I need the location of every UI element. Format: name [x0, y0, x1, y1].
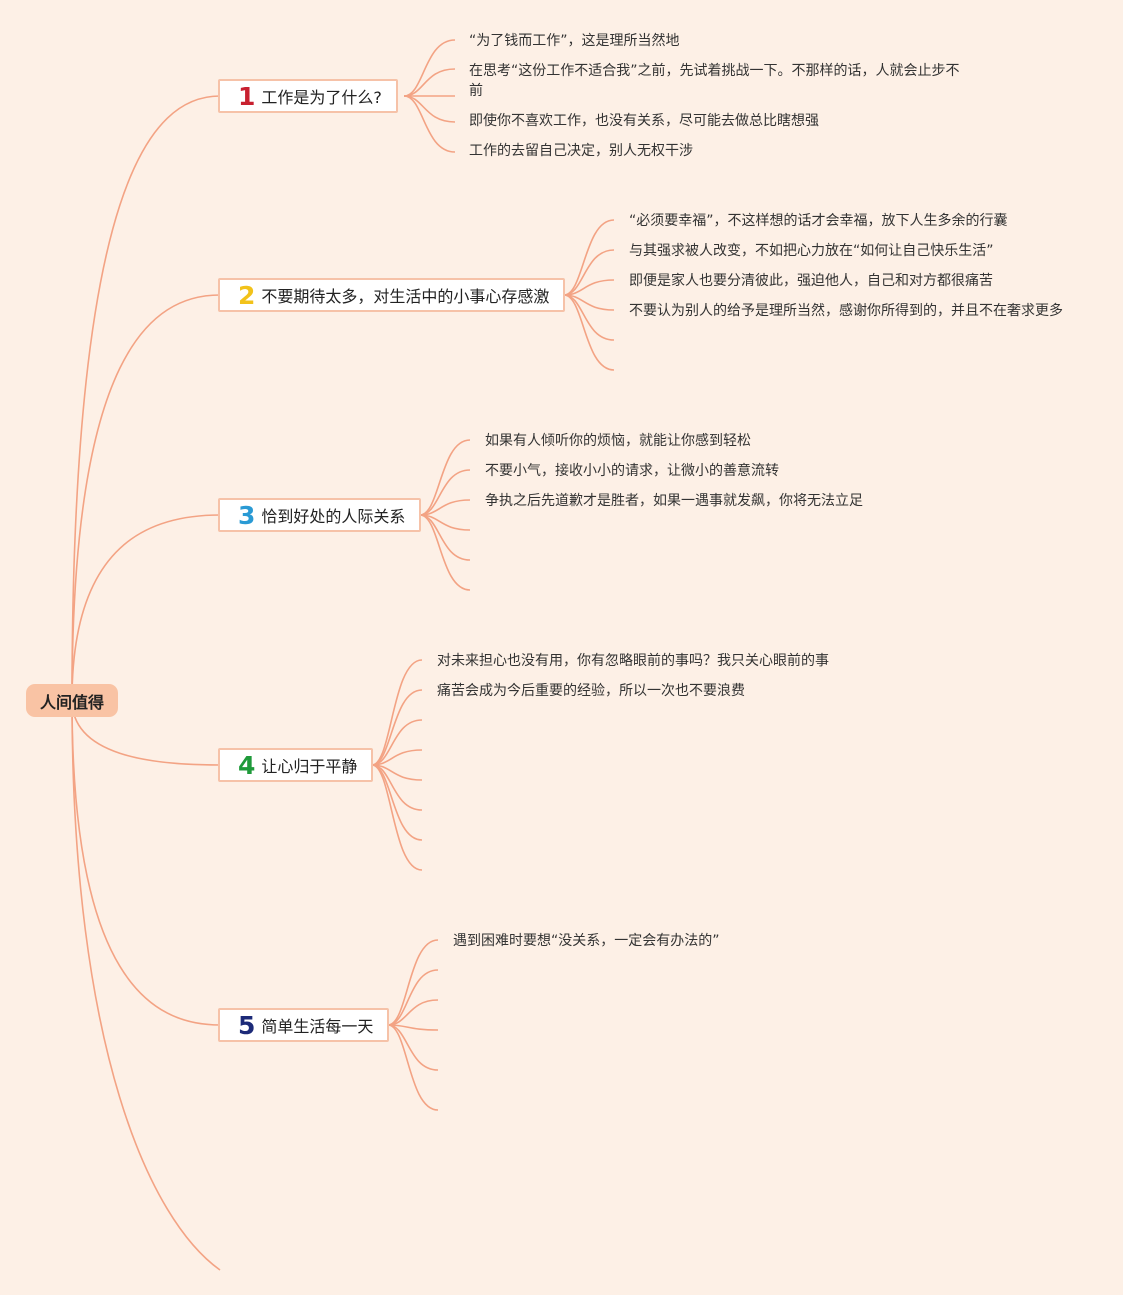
- leaf-3-2: 不要小气，接收小小的请求，让微小的善意流转: [485, 463, 779, 479]
- leaf-4-2: 痛苦会成为今后重要的经验，所以一次也不要浪费: [437, 683, 745, 699]
- leaf-5-1: 遇到困难时要想“没关系，一定会有办法的”: [453, 933, 720, 949]
- edge-1-1: [403, 39, 456, 97]
- topic-2[interactable]: 2 不要期待太多，对生活中的小事心存感激: [218, 278, 566, 312]
- topic-1[interactable]: 1 工作是为了什么?: [218, 79, 398, 113]
- leaf-1-3: 即使你不喜欢工作，也没有关系，尽可能去做总比瞎想强: [469, 113, 819, 129]
- topic-3-number: 3: [238, 500, 256, 530]
- edge-4-8: [371, 764, 423, 871]
- topic-2-number: 2: [238, 280, 256, 310]
- edge-root-topic-3: [71, 514, 221, 701]
- edge-root-topic-2: [71, 294, 221, 701]
- edge-2-6: [563, 294, 615, 371]
- edge-2-2: [563, 249, 615, 296]
- leaf-1-1: “为了钱而工作”，这是理所当然地: [469, 33, 680, 49]
- leaf-1-2: 在思考“这份工作不适合我”之前，先试着挑战一下。不那样的话，人就会止步不前: [469, 63, 960, 99]
- topic-4[interactable]: 4 让心归于平静: [218, 748, 374, 782]
- topic-5[interactable]: 5 简单生活每一天: [218, 1008, 390, 1042]
- edge-5-1: [387, 939, 439, 1026]
- topic-4-title: 让心归于平静: [261, 757, 358, 776]
- edge-4-7: [371, 764, 423, 841]
- topic-5-number: 5: [238, 1010, 256, 1040]
- leaf-2-3: 即便是家人也要分清彼此，强迫他人，自己和对方都很痛苦: [629, 273, 993, 289]
- edge-4-1: [371, 659, 423, 766]
- edge-3-5: [419, 514, 471, 561]
- edge-root-topic-4: [71, 699, 221, 766]
- leaf-1-4: 工作的去留自己决定，别人无权干涉: [469, 143, 693, 159]
- leaf-4-1: 对未来担心也没有用，你有忽略眼前的事吗？我只关心眼前的事: [437, 653, 829, 669]
- topic-5-title: 简单生活每一天: [261, 1017, 374, 1036]
- edge-5-6: [387, 1024, 439, 1111]
- leaf-3-1: 如果有人倾听你的烦恼，就能让你感到轻松: [485, 433, 751, 449]
- edge-root-extra: [71, 699, 221, 1271]
- root-label: 人间值得: [39, 692, 104, 712]
- root-node[interactable]: 人间值得: [26, 684, 118, 717]
- topic-1-number: 1: [238, 81, 256, 111]
- edge-3-1: [419, 439, 471, 516]
- edge-root-topic-5: [71, 699, 221, 1026]
- topic-3-title: 恰到好处的人际关系: [261, 507, 406, 526]
- edge-1-5: [403, 95, 456, 153]
- edge-4-3: [371, 719, 423, 766]
- edge-3-2: [419, 469, 471, 516]
- topic-2-title: 不要期待太多，对生活中的小事心存感激: [261, 287, 550, 306]
- edge-root-topic-1: [71, 95, 221, 701]
- edge-2-1: [563, 219, 615, 296]
- edge-5-2: [387, 969, 439, 1026]
- leaf-2-2: 与其强求被人改变，不如把心力放在“如何让自己快乐生活”: [629, 243, 994, 259]
- topic-4-number: 4: [238, 750, 256, 780]
- edge-3-6: [419, 514, 471, 591]
- edge-5-5: [387, 1024, 439, 1071]
- topic-3[interactable]: 3 恰到好处的人际关系: [218, 498, 422, 532]
- leaf-2-4: 不要认为别人的给予是理所当然，感谢你所得到的，并且不在奢求更多: [629, 303, 1063, 319]
- edge-2-5: [563, 294, 615, 341]
- topic-1-title: 工作是为了什么?: [261, 88, 382, 107]
- leaf-3-3: 争执之后先道歉才是胜者，如果一遇事就发飙，你将无法立足: [485, 493, 863, 509]
- edge-4-2: [371, 689, 423, 766]
- edge-5-3: [387, 999, 439, 1026]
- leaf-2-1: “必须要幸福”，不这样想的话才会幸福，放下人生多余的行囊: [629, 213, 1008, 229]
